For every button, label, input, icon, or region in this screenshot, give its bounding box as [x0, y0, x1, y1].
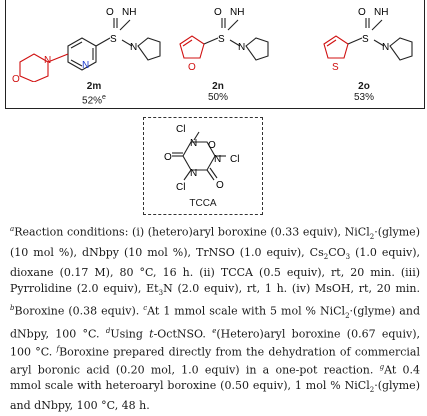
tcca-label: TCCA	[189, 198, 217, 209]
compound-yield: 50%	[207, 92, 228, 103]
structure-2n: O NH S N O	[179, 7, 269, 73]
structure-2m: O NH S N N N O	[12, 7, 161, 82]
atom-n: N	[130, 42, 137, 53]
compound-yield: 53%	[353, 92, 374, 103]
tcca-box: Cl N O O N Cl N O Cl TCCA	[143, 117, 263, 215]
compound-id: 2m	[86, 81, 102, 92]
tcca-structure: Cl N O O N Cl N O Cl	[164, 124, 239, 193]
atom-s: S	[362, 34, 369, 45]
atom-o-morpholine: O	[12, 74, 20, 82]
atom-o: O	[216, 180, 224, 191]
compound-yield: 52%	[82, 95, 103, 107]
atom-n: N	[190, 168, 197, 179]
atom-nh: NH	[230, 7, 244, 18]
atom-n: N	[382, 42, 389, 53]
compound-2n: 2n 50%	[198, 81, 238, 103]
atom-nh: NH	[122, 7, 136, 18]
atom-n: N	[214, 154, 221, 165]
compound-2o: 2o 53%	[344, 81, 384, 103]
structure-2o: O NH S N S	[323, 7, 413, 73]
atom-o: O	[106, 7, 114, 18]
atom-n: N	[238, 42, 245, 53]
atom-n: N	[190, 138, 197, 149]
atom-o: O	[164, 152, 172, 163]
atom-s-thiophene: S	[332, 62, 339, 73]
atom-s: S	[218, 34, 225, 45]
compound-id: 2n	[212, 81, 224, 92]
compound-2m: 2m 52%e	[74, 81, 114, 106]
atom-o-furan: O	[188, 62, 196, 73]
table-footnotes: aReaction conditions: (i) (hetero)aryl b…	[10, 222, 420, 413]
atom-s: S	[110, 34, 117, 45]
footnote-text: aReaction conditions: (i) (hetero)aryl b…	[10, 225, 420, 413]
atom-o: O	[358, 7, 366, 18]
compound-panel: O NH S N N N O 2m 52%e O NH S N O 2n 50%	[5, 0, 425, 109]
atom-cl: Cl	[176, 182, 185, 193]
yield-footnote: e	[102, 94, 106, 101]
atom-o: O	[208, 140, 216, 151]
atom-n-pyridine: N	[82, 60, 89, 71]
atom-nh: NH	[374, 7, 388, 18]
atom-cl: Cl	[176, 124, 185, 135]
atom-o: O	[214, 7, 222, 18]
atom-cl: Cl	[230, 154, 239, 165]
atom-n-morpholine: N	[44, 55, 51, 66]
compound-id: 2o	[358, 81, 370, 92]
